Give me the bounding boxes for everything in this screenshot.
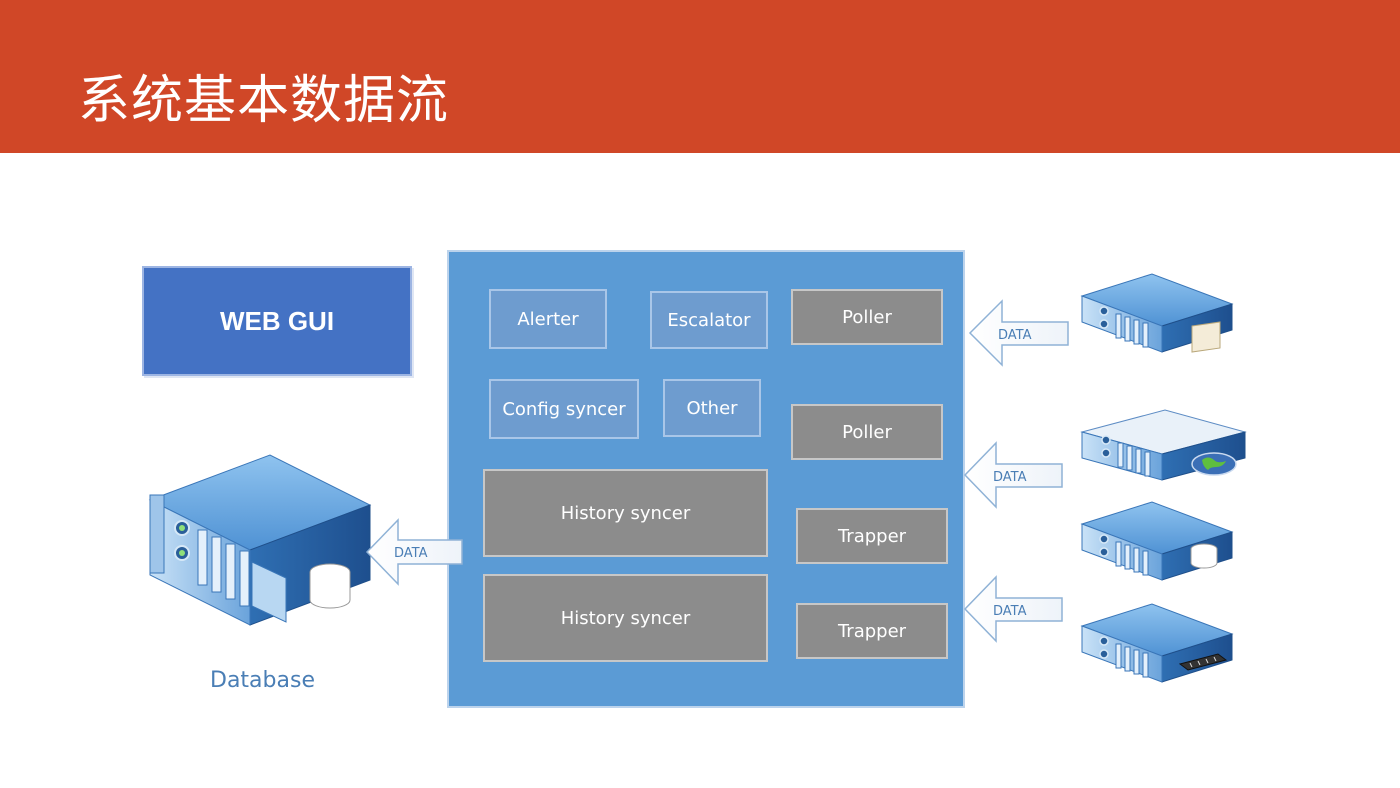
server-doc-icon [1080, 273, 1234, 353]
in-arrow-1-label: DATA [998, 328, 1032, 343]
page-title: 系统基本数据流 [78, 71, 450, 131]
alerter-box: Alerter [489, 289, 607, 349]
db-arrow-label: DATA [394, 546, 428, 561]
server-globe-icon [1080, 409, 1247, 481]
server-box: Alerter Escalator Poller Config syncer O… [447, 250, 965, 708]
server-db-icon [1080, 501, 1234, 581]
data-arrow-in-3: DATA [963, 575, 1063, 643]
poller-box-2: Poller [791, 404, 943, 460]
trapper-box-1: Trapper [796, 508, 948, 564]
history-syncer-box-1: History syncer [483, 469, 768, 557]
data-arrow-to-database: DATA [365, 518, 463, 586]
trapper-box-2: Trapper [796, 603, 948, 659]
web-gui-box: WEB GUI [142, 266, 412, 376]
database-server-icon [148, 454, 372, 626]
escalator-box: Escalator [650, 291, 768, 349]
header-bar [0, 0, 1400, 153]
history-syncer-box-2: History syncer [483, 574, 768, 662]
poller-box-1: Poller [791, 289, 943, 345]
data-arrow-in-2: DATA [963, 441, 1063, 509]
in-arrow-3-label: DATA [993, 604, 1027, 619]
other-box: Other [663, 379, 761, 437]
in-arrow-2-label: DATA [993, 470, 1027, 485]
server-chip-icon [1080, 603, 1234, 683]
database-label: Database [210, 668, 315, 693]
data-arrow-in-1: DATA [968, 299, 1069, 367]
config-syncer-box: Config syncer [489, 379, 639, 439]
